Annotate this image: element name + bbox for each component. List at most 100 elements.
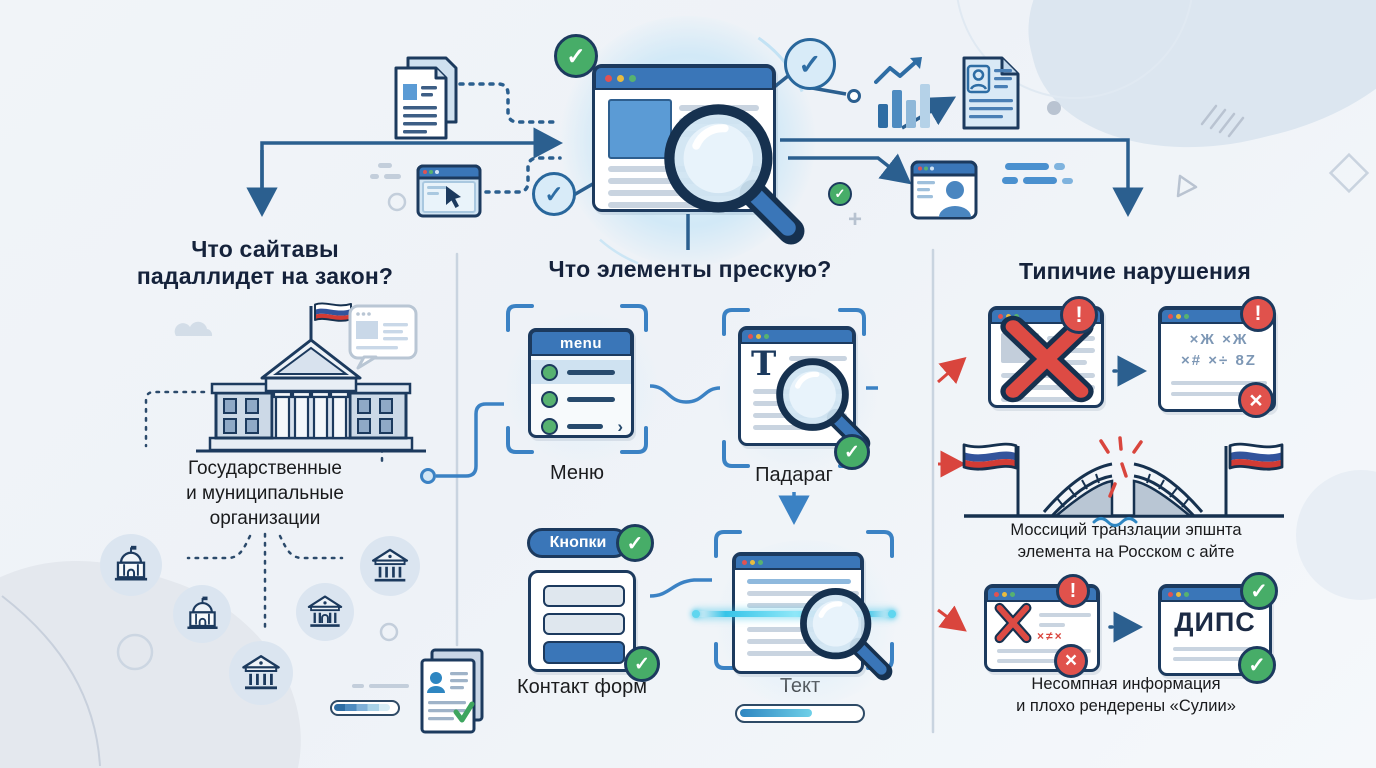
form-input[interactable] <box>543 613 625 635</box>
plus-icon: + <box>848 206 863 233</box>
window-dot-red <box>605 74 612 82</box>
flags-broken-bridge-icon <box>962 436 1284 527</box>
check-badge: ✓ <box>1240 572 1278 610</box>
mini-progress-bar <box>330 700 400 716</box>
window-dot-yellow <box>617 74 624 82</box>
left-caption-line2: и муниципальные <box>186 483 344 504</box>
window-dot-green <box>764 333 769 339</box>
garbled-symbols: ×Ж ×Ж ×# ×÷ 8Z <box>1169 329 1269 371</box>
left-caption-line1: Государственные <box>187 458 343 479</box>
paragraph-selection-frame <box>722 308 866 468</box>
dash-decor <box>352 684 364 688</box>
menu-item-bullet-icon <box>541 390 558 408</box>
contact-form-card <box>528 570 636 672</box>
mini-progress-fill <box>334 704 390 711</box>
garbled-line1: ×Ж ×Ж <box>1189 331 1249 348</box>
form-input[interactable] <box>543 585 625 607</box>
window-dot-red <box>998 313 1003 319</box>
check-badge: ✓ <box>554 34 598 78</box>
window-dot-green <box>1184 591 1189 597</box>
crack-marks-icon <box>1099 436 1143 498</box>
person-document-stack-icon <box>420 648 484 734</box>
magnifier-icon <box>792 580 896 684</box>
window-dot-green <box>1010 591 1015 597</box>
government-building-icon <box>196 302 426 453</box>
window-dot-yellow <box>1006 313 1011 319</box>
red-scribble-glyphs: ×≠× <box>1037 629 1064 643</box>
exclamation-badge: ! <box>1060 296 1098 334</box>
person-document-icon <box>962 56 1020 130</box>
chevron-right-icon: › <box>617 416 623 436</box>
building-circle-capitol <box>100 534 162 596</box>
check-badge: ✓ <box>828 182 852 206</box>
window-dot-yellow <box>750 559 755 565</box>
check-badge: ✓ <box>1238 646 1276 684</box>
menu-item-line <box>567 369 615 375</box>
menu-widget-card: menu › <box>528 328 634 438</box>
window-dot-red <box>748 333 753 339</box>
russian-flag-icon <box>314 302 352 322</box>
window-dot-green <box>629 74 636 82</box>
column1-heading-line1: Что сайтавы <box>191 236 339 262</box>
building-circle-classic <box>296 583 354 641</box>
check-badge: ✓ <box>532 172 576 216</box>
window-dot-yellow <box>1176 313 1181 319</box>
text-progress-bar <box>735 704 865 723</box>
menu-item[interactable] <box>531 387 631 411</box>
left-caption: Государственные и муниципальные организа… <box>148 456 382 531</box>
building-circle-bank-top <box>360 536 420 596</box>
paragraph-card-titlebar <box>740 328 854 344</box>
magnifier-icon <box>652 92 810 250</box>
window-dot-green <box>1184 313 1189 319</box>
paragraph-letter: Т <box>751 344 777 384</box>
cursor-browser-icon <box>416 164 482 218</box>
bank-building-icon <box>367 543 413 589</box>
bridge-caption-line2: элемента на Росском с айте <box>1017 543 1235 561</box>
dome-building-icon <box>108 542 154 588</box>
buttons-pill[interactable]: Кнопки <box>527 528 629 558</box>
scan-dot <box>692 610 700 618</box>
bottom-right-caption-line2: и плохо рендерены «Сулии» <box>1016 697 1236 715</box>
check-badge: ✓ <box>616 524 654 562</box>
menu-item-bullet-icon <box>541 417 558 435</box>
dash-decor <box>369 684 409 688</box>
menu-item[interactable]: › <box>531 414 631 438</box>
text-progress-fill <box>740 709 812 717</box>
window-dot-red <box>994 591 999 597</box>
garbled-line2: ×# ×÷ 8Z <box>1181 352 1257 369</box>
window-dot-green <box>1014 313 1019 319</box>
scan-line <box>696 611 894 617</box>
contact-form-label: Контакт форм <box>516 676 648 698</box>
left-caption-line3: организации <box>209 508 321 529</box>
form-submit-button[interactable] <box>543 641 625 664</box>
dome-building-icon <box>181 593 224 636</box>
exclamation-badge: ! <box>1240 296 1276 332</box>
check-badge: ✓ <box>784 38 836 90</box>
exclamation-badge: ! <box>1056 574 1090 608</box>
bottom-right-caption-line1: Несомпная информация <box>1031 675 1221 693</box>
text-card-titlebar <box>734 554 862 570</box>
person-browser-icon <box>910 160 978 220</box>
menu-item-line <box>567 423 603 429</box>
bridge-caption-line1: Моссиций транзлации эпшнта <box>1010 521 1242 539</box>
window-dot-yellow <box>756 333 761 339</box>
bridge-caption: Моссиций транзлации эпшнта элемента на Р… <box>950 519 1302 563</box>
check-badge: ✓ <box>834 434 870 470</box>
window-dot-yellow <box>1002 591 1007 597</box>
menu-selection-frame <box>506 304 648 454</box>
building-circle-dome <box>173 585 231 643</box>
column1-heading: Что сайтавы падаллидет на закон? <box>90 236 440 290</box>
cross-badge: × <box>1054 644 1088 678</box>
building-circle-bank-bottom <box>229 641 293 705</box>
speech-bubble-browser-icon <box>348 304 418 370</box>
window-dot-red <box>1168 313 1173 319</box>
document-stack-icon <box>394 56 458 140</box>
scan-dot <box>888 610 896 618</box>
window-dot-green <box>758 559 763 565</box>
menu-widget-header: menu <box>530 330 632 356</box>
red-x-icon <box>992 602 1034 644</box>
window-dot-yellow <box>1176 591 1181 597</box>
menu-item[interactable] <box>531 360 631 384</box>
